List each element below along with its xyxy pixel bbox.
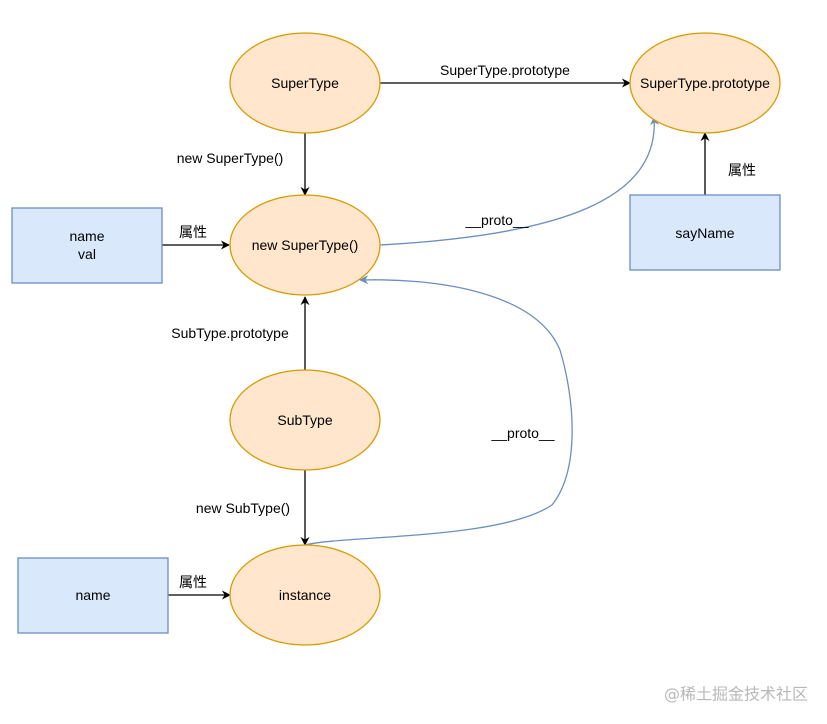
node-supertype-label: SuperType — [271, 75, 339, 91]
node-subtype-label: SubType — [277, 412, 332, 428]
node-name-label: name — [75, 587, 110, 603]
node-new-supertype-label: new SuperType() — [252, 237, 359, 253]
label-new-supertype-edge: new SuperType() — [177, 150, 284, 166]
edge-proto-lower — [304, 275, 573, 546]
label-supertype-prototype-edge: SuperType.prototype — [440, 62, 570, 78]
label-name-val-property: 属性 — [179, 224, 207, 240]
node-instance: instance — [229, 544, 381, 646]
label-new-subtype-edge: new SubType() — [196, 500, 290, 516]
node-name-val-line2: val — [78, 246, 96, 262]
label-proto-upper: __proto__ — [464, 212, 528, 228]
node-supertype-prototype: SuperType.prototype — [629, 32, 781, 134]
node-supertype: SuperType — [229, 32, 381, 134]
node-subtype: SubType — [229, 369, 381, 471]
node-supertype-prototype-label: SuperType.prototype — [640, 75, 770, 91]
node-instance-label: instance — [279, 587, 331, 603]
edge-proto-upper — [379, 116, 660, 246]
label-sayname-property: 属性 — [728, 162, 756, 178]
label-name-property: 属性 — [179, 574, 207, 590]
node-name: name — [17, 557, 169, 634]
node-sayname: sayName — [629, 194, 781, 271]
node-name-val: name val — [11, 207, 163, 284]
node-new-supertype: new SuperType() — [229, 194, 381, 296]
node-name-val-line1: name — [69, 228, 104, 244]
node-sayname-label: sayName — [675, 225, 734, 241]
label-proto-lower: __proto__ — [490, 425, 554, 441]
watermark: @稀土掘金技术社区 — [664, 685, 808, 704]
label-subtype-prototype-edge: SubType.prototype — [171, 325, 289, 341]
